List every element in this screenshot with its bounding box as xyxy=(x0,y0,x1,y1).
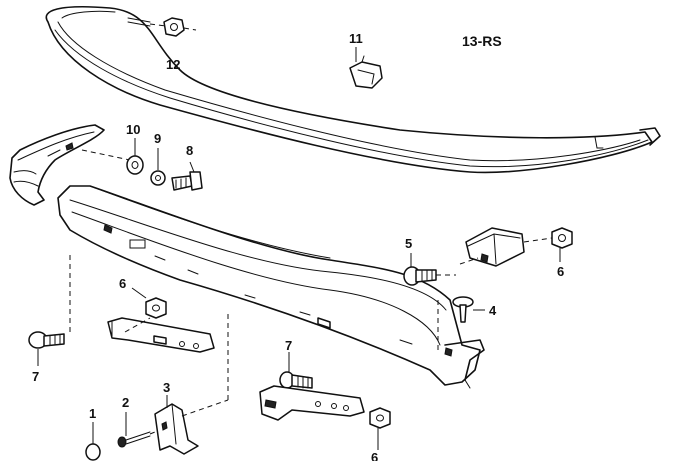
bracket-right-bottom xyxy=(259,385,365,421)
bumper-trim-strip xyxy=(45,5,661,174)
part-label-10: 10 xyxy=(126,122,140,137)
reference-code: 13-RS xyxy=(462,33,502,49)
part-label-8: 8 xyxy=(186,143,193,158)
part-label-3: 3 xyxy=(163,380,170,395)
part-label-5: 5 xyxy=(405,236,412,251)
nut-6-right xyxy=(551,227,573,262)
nut-6-bottom xyxy=(369,407,391,450)
bracket-right-top xyxy=(459,227,553,267)
washer-9 xyxy=(150,148,166,186)
part-label-11: 11 xyxy=(349,31,363,46)
clip-11 xyxy=(349,47,383,89)
part-label-7-right: 7 xyxy=(285,338,292,353)
part-label-2: 2 xyxy=(122,395,129,410)
bracket-left xyxy=(107,317,215,353)
part-label-9: 9 xyxy=(154,131,161,146)
corner-piece-left xyxy=(9,124,131,206)
trim-stud xyxy=(127,17,167,27)
bolt-1 xyxy=(85,422,101,461)
part-label-6-right: 6 xyxy=(557,264,564,279)
part-label-7-left: 7 xyxy=(32,369,39,384)
bolt-4 xyxy=(437,296,485,350)
bolt-8 xyxy=(171,161,203,191)
part-label-4: 4 xyxy=(489,303,497,318)
washer-10 xyxy=(126,138,144,175)
bracket-3 xyxy=(154,312,229,455)
bolt-7-left xyxy=(28,255,71,366)
bumper-carrier xyxy=(57,185,485,389)
bolt-5 xyxy=(403,253,456,286)
nut-6-left xyxy=(131,287,167,319)
part-label-12: 12 xyxy=(166,57,180,72)
nut-12 xyxy=(163,17,197,37)
part-label-6-left: 6 xyxy=(119,276,126,291)
part-label-1: 1 xyxy=(89,406,96,421)
bolt-7-right xyxy=(279,352,313,389)
part-label-6-bottom: 6 xyxy=(371,450,378,461)
